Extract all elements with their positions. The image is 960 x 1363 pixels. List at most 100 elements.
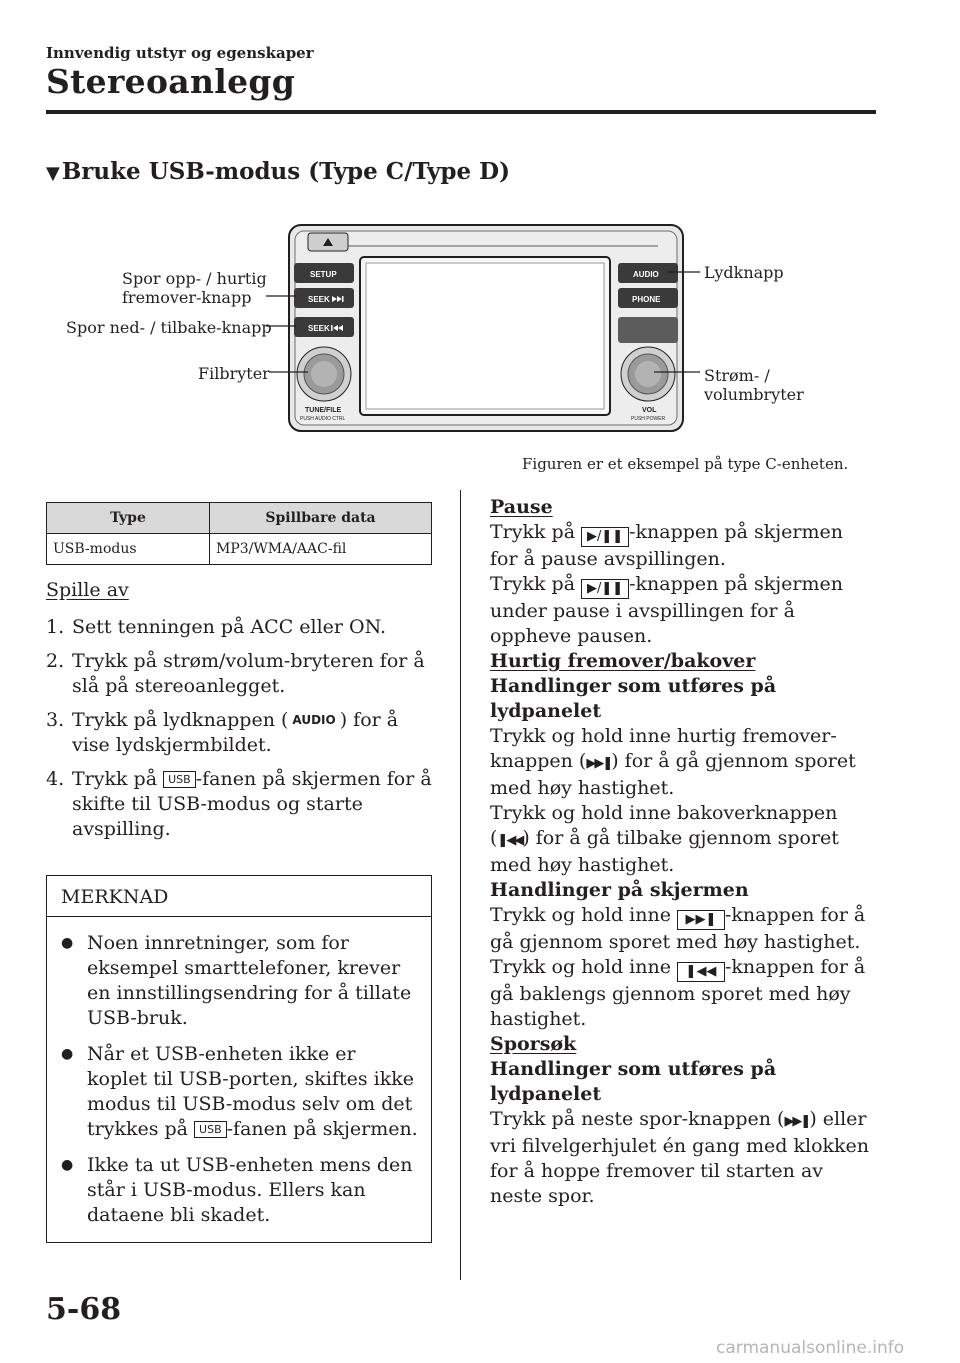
vol-sub-label: PUSH POWER <box>631 416 666 422</box>
triangle-marker-icon: ▼ <box>46 163 60 184</box>
callout-seek-up-line1: Spor opp- / hurtig <box>122 269 267 288</box>
bullet-icon: ● <box>61 935 74 951</box>
seek-forward-button <box>294 288 354 308</box>
callout-file: Filbryter <box>198 364 270 383</box>
pause-heading: Pause <box>490 496 553 518</box>
rew-paragraph: Trykk og hold inne bakoverknappen (❚◀◀) … <box>490 801 874 878</box>
page-number: 5-68 <box>46 1292 122 1327</box>
step-item: 3. Trykk på lydknappen (AUDIO) for å vis… <box>46 708 432 758</box>
rew-text-pre: Trykk og hold inne bakoverknappen ( <box>490 802 838 849</box>
step-number: 1. <box>46 616 65 638</box>
playable-data-table: Type Spillbare data USB-modus MP3/WMA/AA… <box>46 502 432 565</box>
usb-tab-icon: USB <box>194 1121 227 1138</box>
search-text-post: ) eller vri filvelgerhjulet én gang med … <box>490 1108 870 1207</box>
step-text-post: -fanen på skjermen for å skifte til USB-… <box>72 768 432 840</box>
table-cell: USB-modus <box>46 533 210 565</box>
note-item-text: Noen innretninger, som for eksempel smar… <box>87 932 412 1029</box>
screen-subheading: Handlinger på skjermen <box>490 879 749 901</box>
rewind-icon: ❚◀◀ <box>497 833 524 848</box>
screen-ff-text-pre: Trykk og hold inne <box>490 904 677 926</box>
note-item-text-pre: Når et USB-enheten ikke er koplet til US… <box>87 1043 414 1140</box>
screen-rew-paragraph: Trykk og hold inne ❚◀◀-knappen for å gå … <box>490 955 874 1032</box>
resume-paragraph: Trykk på ▶/❚❚-knappen på skjermen under … <box>490 572 874 649</box>
screen-ff-paragraph: Trykk og hold inne ▶▶❚-knappen for å gå … <box>490 903 874 955</box>
stereo-unit-illustration: SETUP SEEK SEEK AUDIO PHONE TUNE/FILE PU… <box>288 224 684 432</box>
step-number: 4. <box>46 768 65 790</box>
note-item-text: Ikke ta ut USB-enheten mens den står i U… <box>87 1154 413 1226</box>
note-item: ● Ikke ta ut USB-enheten mens den står i … <box>61 1153 419 1228</box>
left-column: Spille av 1. Sett tenningen på ACC eller… <box>46 578 432 851</box>
step-text-pre: Trykk på <box>72 768 164 790</box>
bullet-icon: ● <box>61 1046 74 1062</box>
panel-subheading: Handlinger som utføres på lydpanelet <box>490 675 777 722</box>
audio-button <box>618 263 678 283</box>
note-item: ● Når et USB-enheten ikke er koplet til U… <box>61 1042 419 1142</box>
watermark: carmanualsonline.info <box>716 1338 905 1358</box>
audio-label: AUDIO <box>633 270 659 279</box>
phone-button <box>618 288 678 308</box>
usb-tab-icon: USB <box>163 771 196 788</box>
callout-seek-up: Spor opp- / hurtig fremover-knapp <box>122 269 267 307</box>
step-text-pre: Trykk på lydknappen ( <box>72 709 289 731</box>
rewind-icon: ❚◀◀ <box>677 962 725 982</box>
note-item-text-post: -fanen på skjermen. <box>226 1118 418 1140</box>
callout-power: Strøm- / volumbryter <box>704 366 804 404</box>
step-item: 1. Sett tenningen på ACC eller ON. <box>46 615 432 640</box>
tune-sub-label: PUSH AUDIO CTRL <box>300 416 346 422</box>
table-header-cell: Spillbare data <box>209 502 432 534</box>
callout-seek-up-line2: fremover-knapp <box>122 288 252 307</box>
play-pause-icon: ▶/❚❚ <box>581 579 630 599</box>
note-box: MERKNAD ● Noen innretninger, som for ekse… <box>46 875 432 1243</box>
resume-text-pre: Trykk på <box>490 573 582 595</box>
note-list: ● Noen innretninger, som for eksempel sma… <box>47 917 431 1228</box>
step-item: 4. Trykk på USB-fanen på skjermen for å … <box>46 767 432 842</box>
callout-lines <box>266 271 700 373</box>
step-text-post: ) for å vise lydskjermbildet. <box>72 709 399 756</box>
ff-heading: Hurtig fremover/bakover <box>490 650 756 672</box>
pause-text-post: -knappen på skjermen for å pause avspill… <box>490 521 843 570</box>
resume-text-post: -knappen på skjermen under pause i avspi… <box>490 573 843 647</box>
search-text-pre: Trykk på neste spor-knappen ( <box>490 1108 785 1130</box>
header-divider <box>46 110 876 114</box>
note-title: MERKNAD <box>47 876 431 917</box>
column-divider <box>460 490 461 1280</box>
callout-seek-down: Spor ned- / tilbake-knapp <box>66 318 272 337</box>
bullet-icon: ● <box>61 1157 74 1173</box>
ff-paragraph: Trykk og hold inne hurtig fremover-knapp… <box>490 724 874 801</box>
section-heading-text: Bruke USB-modus (Type C/Type D) <box>61 158 510 185</box>
seek-back-button <box>294 317 354 337</box>
fast-forward-icon: ▶▶❚ <box>586 756 613 771</box>
figure-caption: Figuren er et eksempel på type C-enheten… <box>522 455 849 473</box>
right-column: Pause Trykk på ▶/❚❚-knappen på skjermen … <box>490 495 874 1209</box>
ff-text-post: ) for å gå gjennom sporet med høy hastig… <box>490 750 856 799</box>
pause-paragraph: Trykk på ▶/❚❚-knappen på skjermen for å … <box>490 520 874 572</box>
vol-label: VOL <box>642 407 657 414</box>
audio-key-icon: AUDIO <box>292 713 336 727</box>
screen-rew-text-pre: Trykk og hold inne <box>490 956 677 978</box>
pause-text-pre: Trykk på <box>490 521 582 543</box>
table-row: USB-modus MP3/WMA/AAC-fil <box>46 533 432 565</box>
setup-button <box>294 263 354 283</box>
step-text: Sett tenningen på ACC eller ON. <box>72 616 387 638</box>
page-title: Stereoanlegg <box>46 62 296 101</box>
panel-subheading-2: Handlinger som utføres på lydpanelet <box>490 1058 777 1105</box>
phone-label: PHONE <box>632 295 661 304</box>
setup-label: SETUP <box>310 270 337 279</box>
table-header-cell: Type <box>46 502 210 534</box>
note-item: ● Noen innretninger, som for eksempel sma… <box>61 931 419 1031</box>
next-track-icon: ▶▶❚ <box>784 1114 811 1129</box>
step-number: 3. <box>46 709 65 731</box>
step-item: 2. Trykk på strøm/volum-bryteren for å s… <box>46 649 432 699</box>
play-pause-icon: ▶/❚❚ <box>581 527 630 547</box>
play-heading: Spille av <box>46 579 129 601</box>
callout-power-line2: volumbryter <box>704 385 804 404</box>
callout-power-line1: Strøm- / <box>704 366 770 385</box>
callout-audio: Lydknapp <box>704 263 784 282</box>
rew-text-post: ) for å gå tilbake gjennom sporet med hø… <box>490 827 839 876</box>
ff-text-pre: Trykk og hold inne hurtig fremover-knapp… <box>490 725 837 772</box>
search-heading: Sporsøk <box>490 1033 577 1055</box>
eject-icon <box>323 238 333 246</box>
table-header-row: Type Spillbare data <box>46 502 432 534</box>
table-cell: MP3/WMA/AAC-fil <box>209 533 432 565</box>
step-number: 2. <box>46 650 65 672</box>
